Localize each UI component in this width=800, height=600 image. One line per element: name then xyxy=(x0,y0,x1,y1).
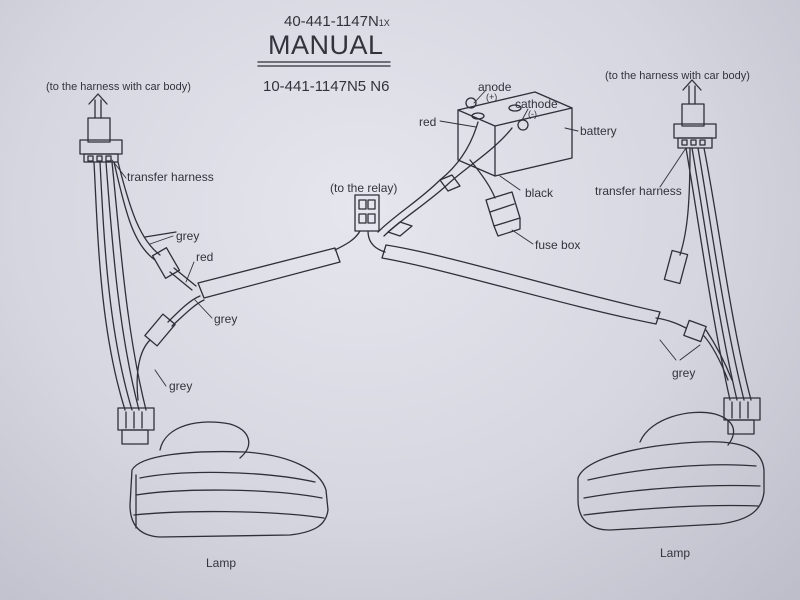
anode-label: anode xyxy=(478,80,512,94)
left-lamp xyxy=(129,421,329,538)
battery-label: battery xyxy=(580,124,617,138)
manual-code-suffix: 1X xyxy=(378,18,390,28)
manual-title: MANUAL xyxy=(268,30,384,60)
right-lamp-connector xyxy=(723,397,761,435)
right-lamp-label: Lamp xyxy=(660,546,691,560)
left-harness-connector xyxy=(79,117,123,163)
fuse-box-label: fuse box xyxy=(535,238,581,252)
right-wire-bundle xyxy=(679,147,752,401)
relay-connector xyxy=(334,194,386,253)
left-lamp-connector xyxy=(117,407,155,445)
left-up-arrow-icon xyxy=(88,93,108,119)
left-grey-mid-label: grey xyxy=(214,312,238,326)
right-sheath xyxy=(381,244,661,325)
left-red-label: red xyxy=(196,250,214,264)
right-grey-label: grey xyxy=(672,366,696,380)
left-sheath xyxy=(197,247,341,299)
right-harness-connector xyxy=(673,103,717,149)
relay-note: (to the relay) xyxy=(330,181,398,195)
leader-lines xyxy=(111,89,701,387)
left-grey-top-label: grey xyxy=(176,229,200,243)
left-grey-connector-top xyxy=(144,231,197,291)
black-wire-label: black xyxy=(525,186,554,200)
fuse-box xyxy=(485,191,521,237)
right-transfer-harness-label: transfer harness xyxy=(595,184,682,198)
battery-red-label: red xyxy=(419,115,437,129)
manual-code-main: 40-441-1147N xyxy=(284,13,379,30)
left-grey-connector-mid xyxy=(136,295,205,401)
manual-subtitle: 10-441-1147N5 N6 xyxy=(263,78,390,95)
battery-wires xyxy=(377,121,513,237)
right-lamp xyxy=(577,411,765,531)
left-wire-bundle xyxy=(93,161,161,411)
left-harness-note: (to the harness with car body) xyxy=(46,81,191,93)
anode-sign: (+) xyxy=(486,92,498,102)
left-grey-bottom-label: grey xyxy=(169,379,193,393)
battery xyxy=(457,91,573,177)
left-lamp-label: Lamp xyxy=(206,556,237,570)
manual-code: 40-441-1147N1X xyxy=(284,13,390,30)
left-transfer-harness-label: transfer harness xyxy=(127,170,214,184)
cathode-sign: (-) xyxy=(528,109,537,119)
right-spare-connector xyxy=(663,249,689,285)
right-grey-connector xyxy=(655,317,733,381)
right-harness-note: (to the harness with car body) xyxy=(605,70,750,82)
right-up-arrow-icon xyxy=(682,79,702,105)
cathode-label: cathode xyxy=(515,97,558,111)
